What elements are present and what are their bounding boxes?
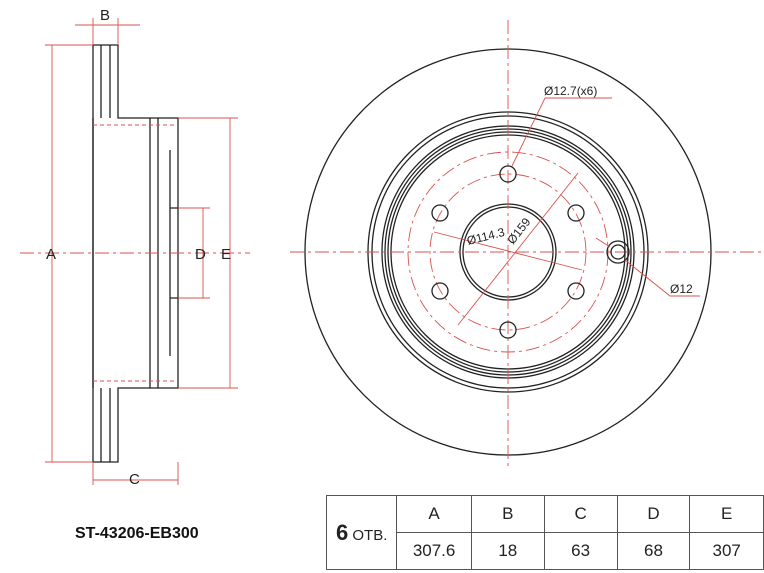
value-d: 68 [616,532,691,570]
header-e: E [689,495,764,533]
dimensions-table: 6 ОТВ. A B C D E 307.6 18 63 68 307 [325,495,764,570]
header-b: B [470,495,545,533]
side-view: A B C D E [20,7,250,488]
header-d: D [616,495,691,533]
dim-label-d: D [195,246,206,263]
header-c: C [543,495,618,533]
front-view: Ø12.7(x6) Ø114.3 Ø159 Ø12 [290,20,764,470]
bolt-holes [431,165,585,339]
annotation-extra-hole: Ø12 [670,282,693,296]
extra-hole [606,240,630,264]
annotation-bolt-holes: Ø12.7(x6) [544,84,597,98]
holes-label: ОТВ. [352,526,388,544]
value-c: 63 [543,532,618,570]
value-b: 18 [470,532,545,570]
annotation-pcd: Ø114.3 [465,225,506,248]
value-e: 307 [689,532,764,570]
holes-count: 6 [335,519,349,545]
value-a: 307.6 [396,532,472,570]
holes-count-cell: 6 ОТВ. [325,495,398,570]
dim-label-e: E [221,246,231,263]
part-number: ST-43206-EB300 [75,525,199,542]
header-a: A [396,495,472,533]
annotation-hub: Ø159 [504,215,533,247]
dim-label-b: B [100,7,110,24]
dim-label-c: C [129,471,140,488]
dim-label-a: A [46,246,56,263]
